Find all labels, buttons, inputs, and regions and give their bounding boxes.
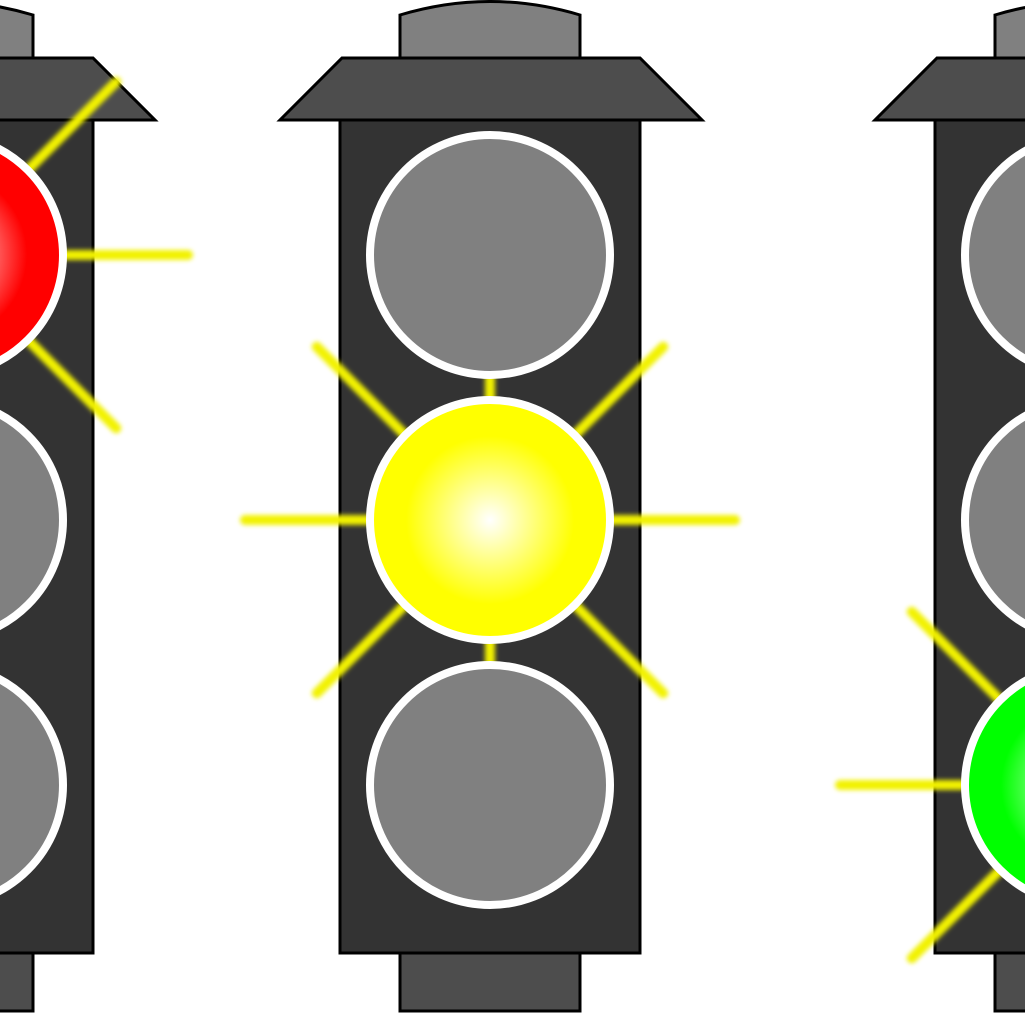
traffic-light-left <box>0 5 193 1013</box>
light-rays <box>835 606 1006 964</box>
light-ray <box>906 864 1006 964</box>
lamp-yellow-on <box>366 396 614 644</box>
hood <box>0 56 159 122</box>
lamp-off <box>961 411 1025 629</box>
lamp-off <box>366 131 614 379</box>
base <box>398 951 582 1013</box>
light-ray <box>569 599 669 699</box>
light-rays <box>22 76 193 434</box>
base <box>0 951 35 1013</box>
lamp-red-on <box>0 144 67 366</box>
top-cap <box>398 0 582 60</box>
light-ray <box>22 76 122 176</box>
lamp-off <box>961 146 1025 364</box>
hood <box>871 56 1025 122</box>
light-ray <box>569 341 669 441</box>
traffic-light-middle <box>240 0 740 1013</box>
lamp-off <box>366 661 614 909</box>
lamp-off <box>0 674 67 896</box>
traffic-light-right <box>835 6 1025 1013</box>
light-ray <box>311 341 411 441</box>
hood <box>276 56 706 122</box>
lamp-off <box>0 409 67 631</box>
top-cap <box>993 6 1025 60</box>
light-ray <box>311 599 411 699</box>
top-cap <box>0 5 35 60</box>
lamp-green-on <box>961 676 1025 894</box>
light-ray <box>906 606 1006 706</box>
base <box>993 951 1025 1013</box>
light-ray <box>22 334 122 434</box>
